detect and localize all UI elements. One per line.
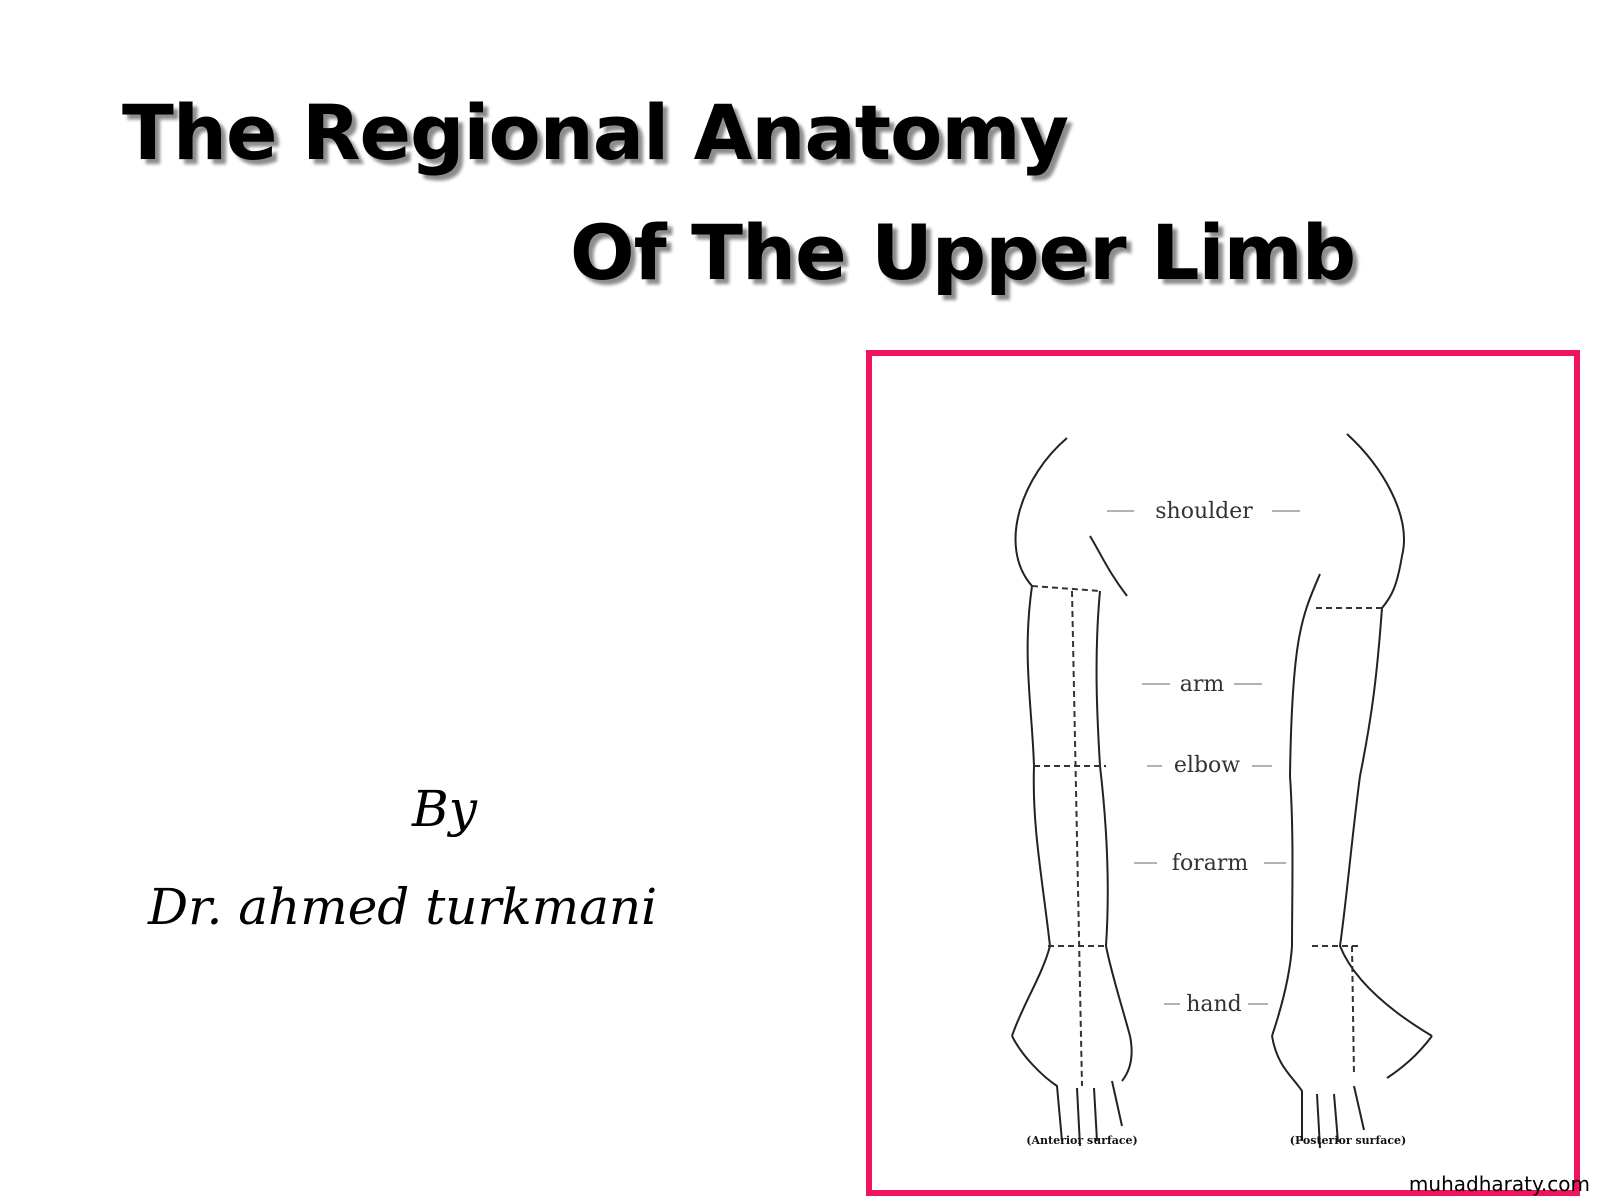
title-line-2: Of The Upper Limb: [570, 208, 1356, 297]
title-line-1: The Regional Anatomy: [122, 88, 1069, 177]
label-arm: arm: [1180, 672, 1225, 697]
right-shoulder-curve: [1346, 433, 1405, 609]
region-boundaries: [1031, 585, 1382, 1087]
watermark: muhadharaty.com: [1408, 1172, 1590, 1196]
left-shoulder-curve: [1014, 437, 1068, 587]
upper-limb-figure: shoulder arm elbow forarm hand (Anterior…: [866, 350, 1580, 1196]
left-axilla: [1089, 535, 1128, 597]
arm-outlines: [1011, 433, 1433, 1149]
left-arm-outer: [1011, 585, 1052, 1037]
label-elbow: elbow: [1174, 753, 1240, 778]
right-arm-inner: [1271, 573, 1321, 1037]
right-arm-outer: [1338, 607, 1433, 1037]
label-leaders: [1107, 510, 1300, 1005]
label-forearm: forarm: [1172, 851, 1249, 876]
left-shoulder-boundary: [1031, 585, 1101, 592]
left-midline: [1071, 590, 1083, 1087]
caption-posterior: (Posterior surface): [1290, 1134, 1406, 1147]
left-arm-inner: [1095, 590, 1131, 1037]
label-hand: hand: [1186, 992, 1242, 1017]
left-hand-fingers: [1011, 1035, 1133, 1147]
caption-anterior: (Anterior surface): [1026, 1134, 1138, 1147]
label-shoulder: shoulder: [1155, 499, 1253, 524]
right-hand-fingers: [1271, 1035, 1433, 1149]
by-label: By: [412, 780, 477, 838]
upper-limb-diagram: shoulder arm elbow forarm hand (Anterior…: [1011, 433, 1433, 1149]
right-midline: [1351, 945, 1355, 1077]
author-name: Dr. ahmed turkmani: [148, 878, 658, 936]
